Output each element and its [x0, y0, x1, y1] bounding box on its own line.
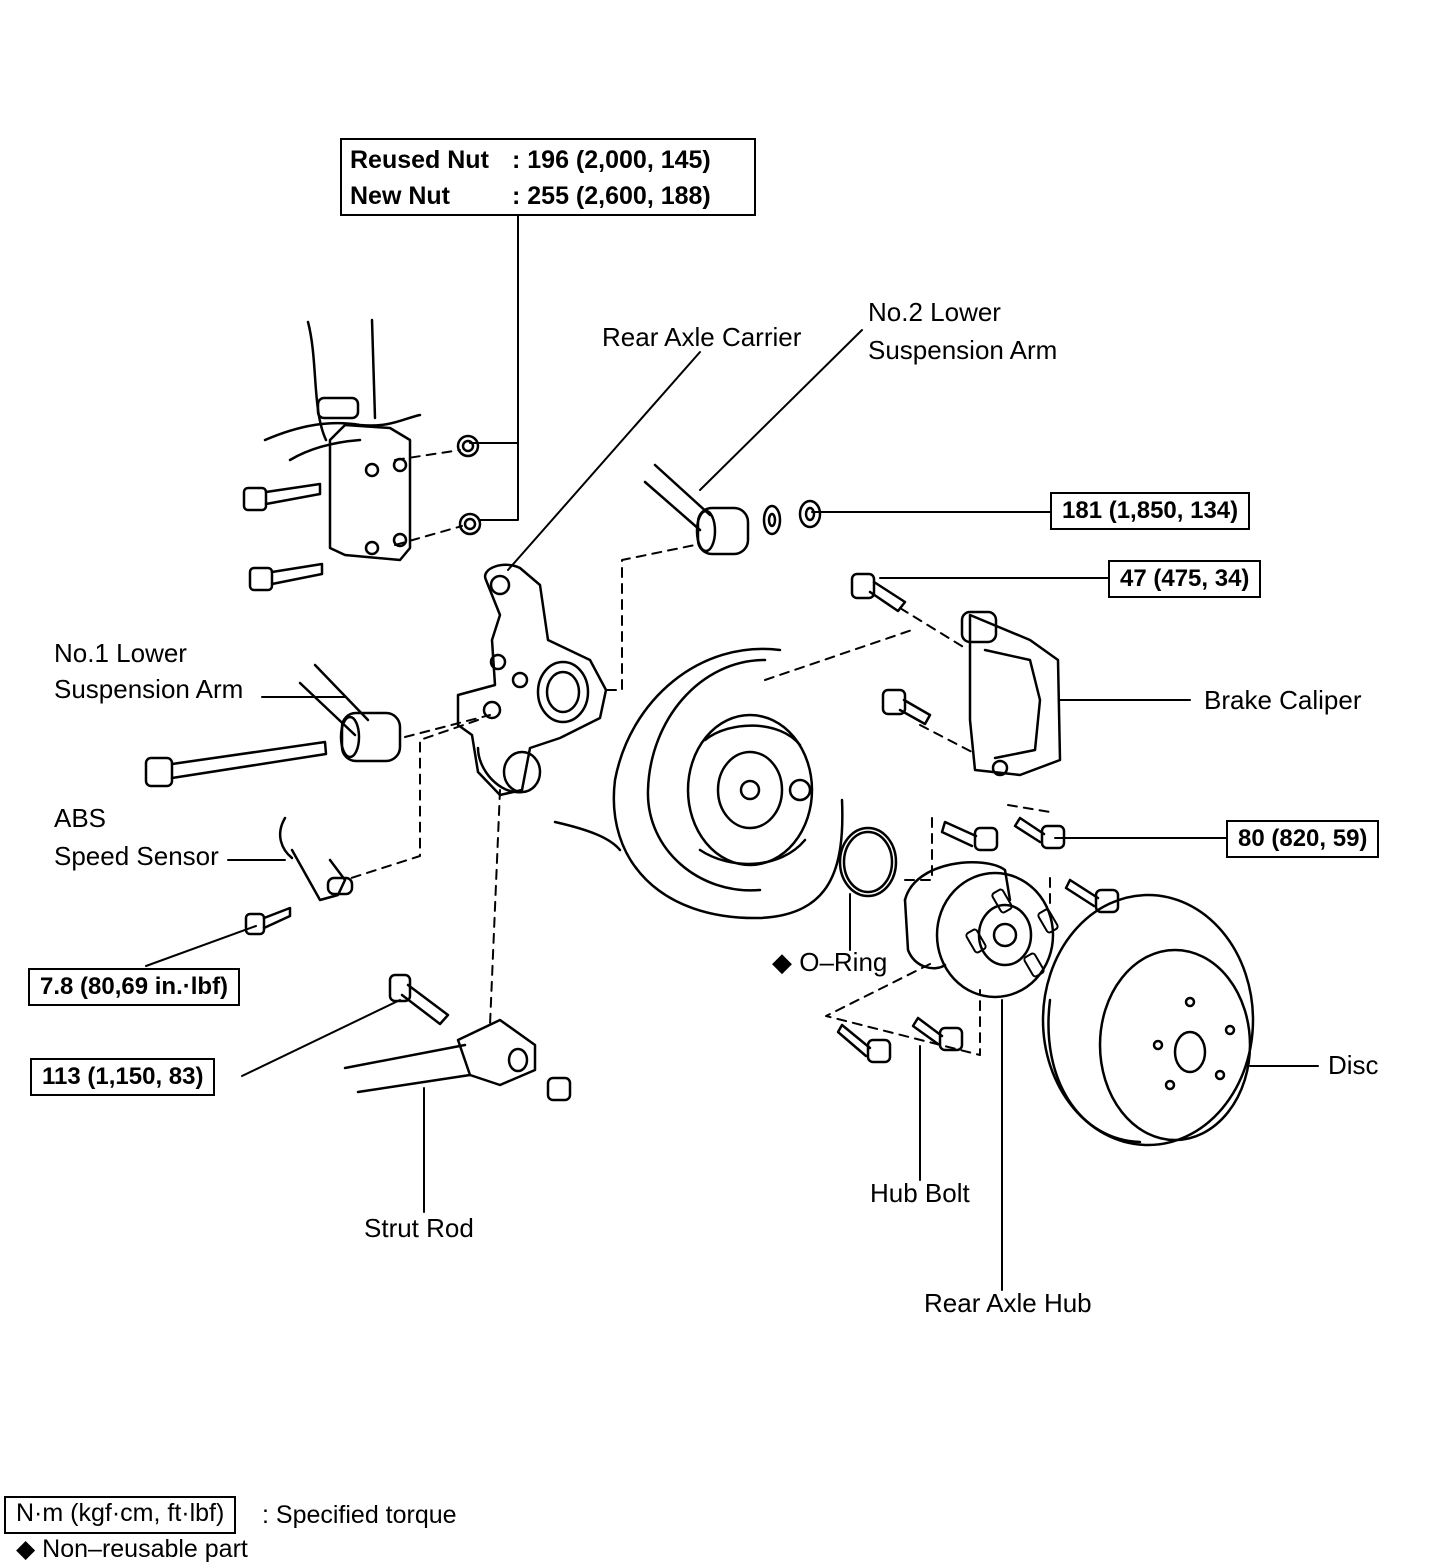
reused-nut-value: : 196 (2,000, 145) — [512, 146, 711, 174]
no2-lower-arm-illustration — [643, 463, 822, 556]
no1-lower-arm-label-line1: No.1 Lower — [54, 638, 187, 668]
torque-box-47: 47 (475, 34) — [1108, 560, 1262, 598]
backing-plate-illustration — [553, 647, 844, 920]
no2-lower-arm-label-line1: No.2 Lower — [868, 297, 1001, 327]
torque-box-7-8: 7.8 (80,69 in.·lbf) — [28, 968, 241, 1006]
abs-sensor-mount-illustration — [242, 318, 482, 592]
no1-lower-arm-illustration — [144, 663, 402, 788]
rear-axle-hub-label: Rear Axle Hub — [924, 1288, 1092, 1318]
o-ring-illustration — [838, 826, 898, 898]
rear-axle-hub-illustration — [836, 816, 1120, 1064]
no1-lower-arm-label-line2: Suspension Arm — [54, 674, 244, 704]
no2-lower-arm-label-line2: Suspension Arm — [868, 335, 1058, 365]
disc-label: Disc — [1328, 1050, 1379, 1080]
disc-illustration — [1041, 893, 1255, 1147]
assembly-dashed-lines — [344, 449, 1051, 1056]
o-ring-label: ◆ O–Ring — [772, 947, 888, 977]
strut-rod-illustration — [343, 973, 572, 1102]
torque-box-80: 80 (820, 59) — [1226, 820, 1380, 858]
abs-label-line2: Speed Sensor — [54, 841, 219, 871]
rear-axle-carrier-illustration — [456, 563, 608, 797]
hub-bolt-label: Hub Bolt — [870, 1178, 970, 1208]
legend-non-reusable: ◆ Non–reusable part — [16, 1535, 248, 1563]
rear-axle-carrier-label: Rear Axle Carrier — [602, 322, 802, 352]
strut-rod-label: Strut Rod — [364, 1213, 474, 1243]
brake-caliper-illustration — [850, 572, 1062, 777]
nut-torque-box: Reused Nut : 196 (2,000, 145) New Nut : 25… — [340, 138, 756, 216]
torque-box-181: 181 (1,850, 134) — [1050, 492, 1251, 530]
brake-caliper-label: Brake Caliper — [1204, 685, 1362, 715]
abs-speed-sensor-illustration — [244, 816, 354, 936]
legend-unit-box: N·m (kgf·cm, ft·lbf) — [4, 1496, 237, 1534]
legend-unit-desc: : Specified torque — [262, 1501, 457, 1529]
torque-box-113: 113 (1,150, 83) — [30, 1058, 216, 1096]
new-nut-label: New Nut — [350, 182, 450, 210]
abs-label-line1: ABS — [54, 803, 107, 833]
reused-nut-label: Reused Nut — [350, 146, 489, 174]
leader-lines — [145, 209, 1319, 1291]
new-nut-value: : 255 (2,600, 188) — [512, 182, 711, 210]
